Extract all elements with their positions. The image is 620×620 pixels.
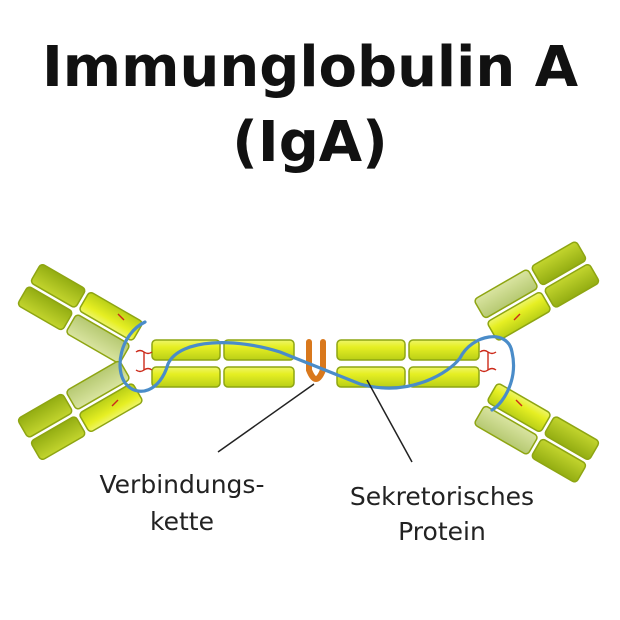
light-chain-segment [17,393,73,438]
disulfide-bonds-right [479,313,523,407]
light-chain-segment [17,286,73,331]
heavy-chain-segment [223,366,295,388]
light-chain-segment [531,241,587,286]
title-line-1: Immunglobulin A [41,35,579,100]
heavy-chain-segment [336,339,406,361]
joining-chain-leader-line [217,383,315,453]
heavy-chain-segment [487,291,551,341]
heavy-chain-segment [336,366,406,388]
heavy-chain-segment [151,366,221,388]
joining-chain-label-line-1: Verbindungs- [100,470,265,499]
joining-chain-label-line-2: kette [150,507,214,536]
heavy-chain-segment [544,263,600,308]
light-chain-segment [531,438,587,483]
monomer-right [336,241,600,483]
heavy-chain-segment [544,416,600,461]
heavy-chain-segment [79,291,143,341]
light-chain-segment [66,360,130,410]
heavy-chain-segment [30,263,86,308]
joining-chain [306,339,326,382]
title-line-2: (IgA) [232,110,388,175]
monomer-left [17,263,295,461]
secretory-protein-leader-line [366,379,413,463]
light-chain-segment [474,405,538,455]
secretory-protein-label-line-2: Protein [398,517,486,546]
light-chain-segment [66,314,130,364]
secretory-component [118,320,515,412]
heavy-chain-segment [30,416,86,461]
secretory-protein-label-line-1: Sekretorisches [350,482,534,511]
heavy-chain-segment [408,339,480,361]
light-chain-segment [474,269,538,319]
disulfide-bonds-left [111,313,153,407]
